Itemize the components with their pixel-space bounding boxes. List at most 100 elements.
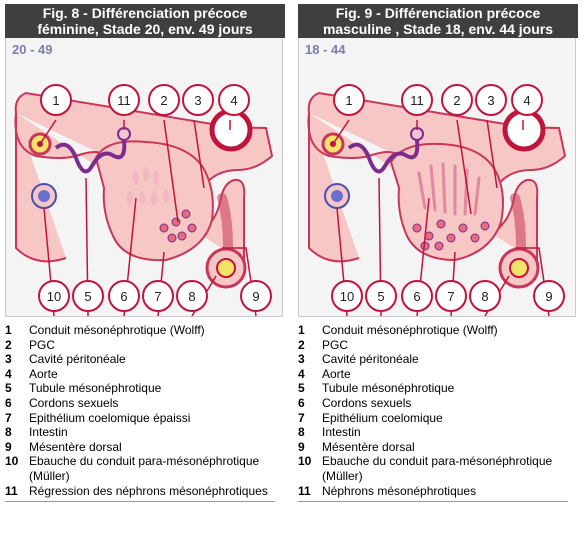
diagram: 20 - 49 — [5, 38, 283, 317]
legend-text: Conduit mésonéphrotique (Wolff) — [29, 323, 205, 337]
title-line-1: Différenciation précoce — [91, 5, 248, 21]
legend-number: 2 — [5, 337, 12, 352]
title-line-2: masculine , Stade 18, env. 44 jours — [322, 21, 554, 37]
svg-text:3: 3 — [487, 93, 494, 108]
label-11: 11 — [401, 84, 433, 116]
legend-text: Epithélium coelomique épaissi — [29, 410, 191, 425]
svg-text:2: 2 — [453, 93, 460, 108]
legend-number: 3 — [5, 352, 12, 367]
aorta — [209, 108, 253, 152]
title-line-1: Différenciation précoce — [384, 5, 541, 21]
callout-markers: 1 11 2 3 4 10 5 6 7 8 9 — [38, 84, 272, 312]
stage-label: 20 - 49 — [12, 42, 53, 57]
label-9: 9 — [240, 280, 272, 312]
legend-item: 1 Conduit mésonéphrotique (Wolff) — [298, 323, 578, 338]
figure-title: Fig. 9 - Différenciation précoce masculi… — [298, 4, 578, 38]
diagram: 18 - 44 — [298, 38, 576, 317]
legend-number: 6 — [5, 395, 12, 410]
label-2: 2 — [441, 84, 473, 116]
svg-text:11: 11 — [117, 93, 131, 108]
svg-text:11: 11 — [410, 93, 424, 108]
genital-ridge — [389, 142, 504, 262]
label-10: 10 — [38, 280, 70, 312]
label-7: 7 — [435, 280, 467, 312]
title-line-2: féminine, Stade 20, env. 49 jours — [37, 21, 253, 37]
legend-number: 11 — [298, 483, 311, 498]
legend-number: 4 — [5, 366, 12, 381]
legend-item: 6 Cordons sexuels — [5, 396, 285, 411]
label-1: 1 — [333, 84, 365, 116]
pgc-cells — [159, 209, 197, 243]
svg-text:7: 7 — [154, 289, 161, 304]
svg-text:10: 10 — [340, 289, 354, 304]
legend-number: 3 — [298, 352, 305, 367]
label-5: 5 — [365, 280, 397, 312]
legend-text: Cavité péritonéale — [322, 352, 419, 367]
sex-cords — [127, 167, 169, 205]
legend-text: Mésentère dorsal — [29, 439, 122, 454]
label-11: 11 — [108, 84, 140, 116]
label-3: 3 — [182, 84, 214, 116]
figure-number: Fig. 8 - — [42, 5, 92, 21]
label-5: 5 — [72, 280, 104, 312]
legend-item: 4 Aorte — [5, 367, 285, 382]
label-9: 9 — [533, 280, 565, 312]
svg-text:5: 5 — [84, 289, 91, 304]
pgc-cells — [412, 219, 490, 251]
legend-number: 1 — [298, 323, 305, 337]
label-2: 2 — [148, 84, 180, 116]
legend-text: Conduit mésonéphrotique (Wolff) — [322, 323, 498, 337]
legend-text: Intestin — [29, 425, 68, 440]
legend-text: Ebauche du conduit para-mésonéphrotique … — [29, 454, 260, 483]
label-4: 4 — [511, 84, 543, 116]
diagram-svg: 1 11 2 3 4 10 5 6 7 8 9 — [14, 84, 274, 316]
svg-text:8: 8 — [481, 289, 488, 304]
legend-divider — [298, 501, 568, 503]
legend-text: Aorte — [29, 366, 58, 381]
mesonephric-tubule — [347, 139, 420, 174]
svg-text:10: 10 — [47, 289, 61, 304]
legend-item: 3 Cavité péritonéale — [298, 352, 578, 367]
diagram-svg: 1 11 2 3 4 10 5 6 7 8 9 — [307, 84, 567, 316]
label-4: 4 — [218, 84, 250, 116]
legend-text: Ebauche du conduit para-mésonéphrotique … — [322, 454, 553, 483]
svg-text:4: 4 — [523, 93, 530, 108]
legend-number: 9 — [298, 439, 305, 454]
figure-title: Fig. 8 - Différenciation précoce féminin… — [5, 4, 285, 38]
legend-number: 5 — [5, 381, 12, 396]
legend-number: 8 — [298, 425, 305, 440]
legend-number: 5 — [298, 381, 305, 396]
legend-number: 6 — [298, 395, 305, 410]
legend-divider — [5, 501, 275, 503]
legend-text: Intestin — [322, 425, 361, 440]
svg-text:4: 4 — [230, 93, 237, 108]
legend-text: PGC — [29, 337, 56, 352]
legend-item: 2 PGC — [5, 338, 285, 353]
svg-text:8: 8 — [188, 289, 195, 304]
svg-text:2: 2 — [160, 93, 167, 108]
legend-text: Néphrons mésonéphrotiques — [322, 483, 477, 498]
legend-text: Cordons sexuels — [29, 395, 119, 410]
label-3: 3 — [475, 84, 507, 116]
legend-number: 10 — [298, 454, 312, 469]
legend-item: 10 Ebauche du conduit para-mésonéphrotiqu… — [298, 454, 578, 483]
legend-text: Aorte — [322, 366, 351, 381]
mesonephric-tubule — [54, 139, 127, 174]
figure-8-panel: Fig. 8 - Différenciation précoce féminin… — [5, 4, 285, 503]
label-1: 1 — [40, 84, 72, 116]
svg-text:6: 6 — [120, 289, 127, 304]
stage-label: 18 - 44 — [305, 42, 346, 57]
svg-text:6: 6 — [413, 289, 420, 304]
legend-number: 7 — [5, 410, 12, 425]
svg-text:3: 3 — [194, 93, 201, 108]
svg-text:7: 7 — [447, 289, 454, 304]
